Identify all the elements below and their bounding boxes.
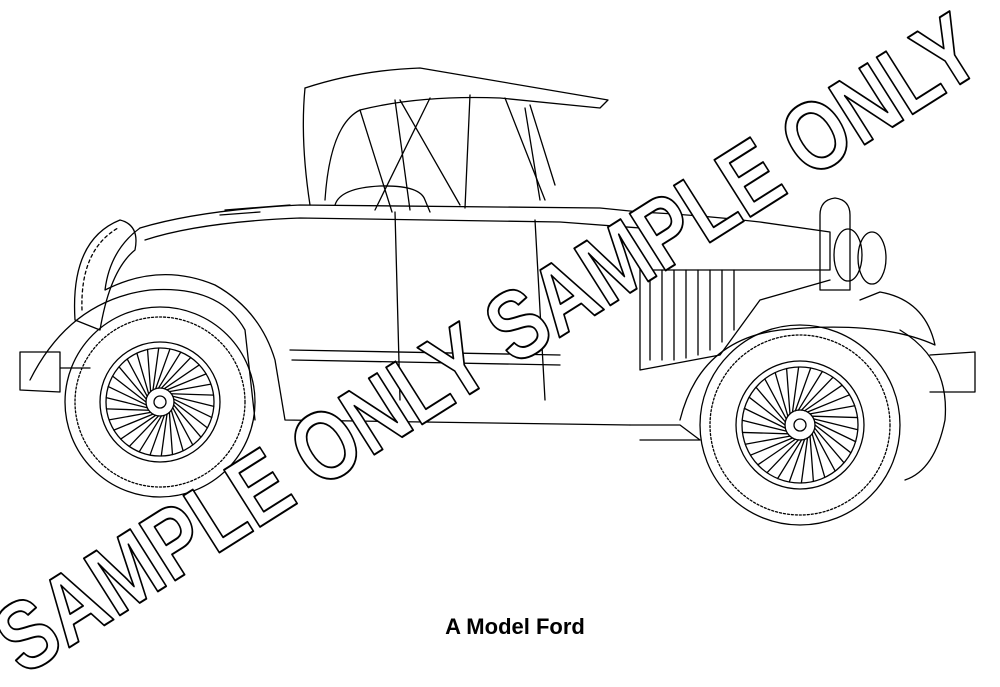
wheel-spoke — [107, 385, 147, 406]
wheel-spoke — [105, 408, 150, 411]
wheel-spoke — [136, 352, 150, 395]
wheel-spoke — [173, 398, 213, 419]
wheel-spoke — [791, 366, 800, 413]
wheel-spoke — [105, 396, 148, 409]
wheel-spoke — [757, 438, 797, 466]
wheel-spoke — [766, 439, 800, 474]
wheel-spoke — [146, 348, 152, 393]
car-body — [19, 197, 976, 441]
wheel-spoke — [777, 439, 803, 480]
wheel-spoke — [794, 367, 812, 412]
wheel-spoke — [172, 395, 215, 408]
wheel-spoke — [814, 427, 845, 464]
far-wheel — [899, 329, 947, 481]
front-wheel — [699, 324, 901, 526]
wheel-spoke — [741, 431, 789, 435]
wheel-spoke — [157, 351, 182, 389]
wheel-spoke — [152, 347, 160, 391]
wheel-spoke — [748, 396, 786, 426]
wheel-spoke — [811, 433, 826, 479]
wheel-spoke — [814, 424, 852, 454]
wheel-spoke — [160, 356, 192, 389]
wheel-spoke — [108, 411, 152, 421]
wheel-spoke — [155, 348, 171, 390]
wheel-spoke — [741, 419, 787, 432]
rear-wheel — [64, 306, 256, 498]
convertible-top — [302, 67, 609, 213]
wheel-spoke — [163, 364, 200, 390]
wheel-spoke — [166, 373, 207, 391]
wheel-spoke — [168, 411, 174, 456]
wheel-spoke — [128, 415, 160, 448]
caption-title: A Model Ford — [445, 614, 585, 639]
wheel-spoke — [743, 407, 786, 429]
wheel-spoke — [118, 366, 147, 400]
wheel-spoke — [800, 437, 809, 484]
wheel-spoke — [138, 415, 163, 453]
wheel-spoke — [806, 394, 851, 413]
wheel-spoke — [173, 401, 209, 429]
wheel-spoke — [113, 413, 154, 431]
wheel-spoke — [755, 386, 786, 423]
wheel-spoke — [172, 407, 194, 446]
spare-tire — [73, 219, 137, 331]
wheel-spoke — [813, 418, 859, 431]
wheel-spoke — [809, 435, 815, 483]
wheel-spoke — [744, 435, 791, 445]
wheel-spoke — [785, 367, 791, 415]
wheel-spoke — [788, 438, 806, 483]
wheel-spoke — [809, 405, 856, 415]
wheel-spoke — [120, 414, 157, 440]
wheel-spoke — [168, 383, 212, 393]
wheel-spoke — [149, 414, 165, 456]
wheel-spoke — [814, 421, 857, 443]
wheel-spoke — [170, 409, 184, 452]
wheel-spoke — [764, 378, 787, 420]
wheel-spoke — [813, 430, 836, 472]
wheel-spoke — [803, 384, 843, 412]
wheel-spoke — [173, 404, 202, 438]
wheel-spoke — [170, 393, 215, 396]
wheel-spoke — [797, 370, 823, 411]
wheel-spoke — [749, 437, 794, 456]
wheel-spoke — [111, 375, 147, 403]
wheel-spoke — [774, 371, 789, 417]
wheel-spoke — [800, 376, 834, 411]
wheel-spoke — [126, 358, 148, 397]
wheel-spoke — [811, 415, 859, 419]
wheel-spoke — [160, 413, 168, 457]
